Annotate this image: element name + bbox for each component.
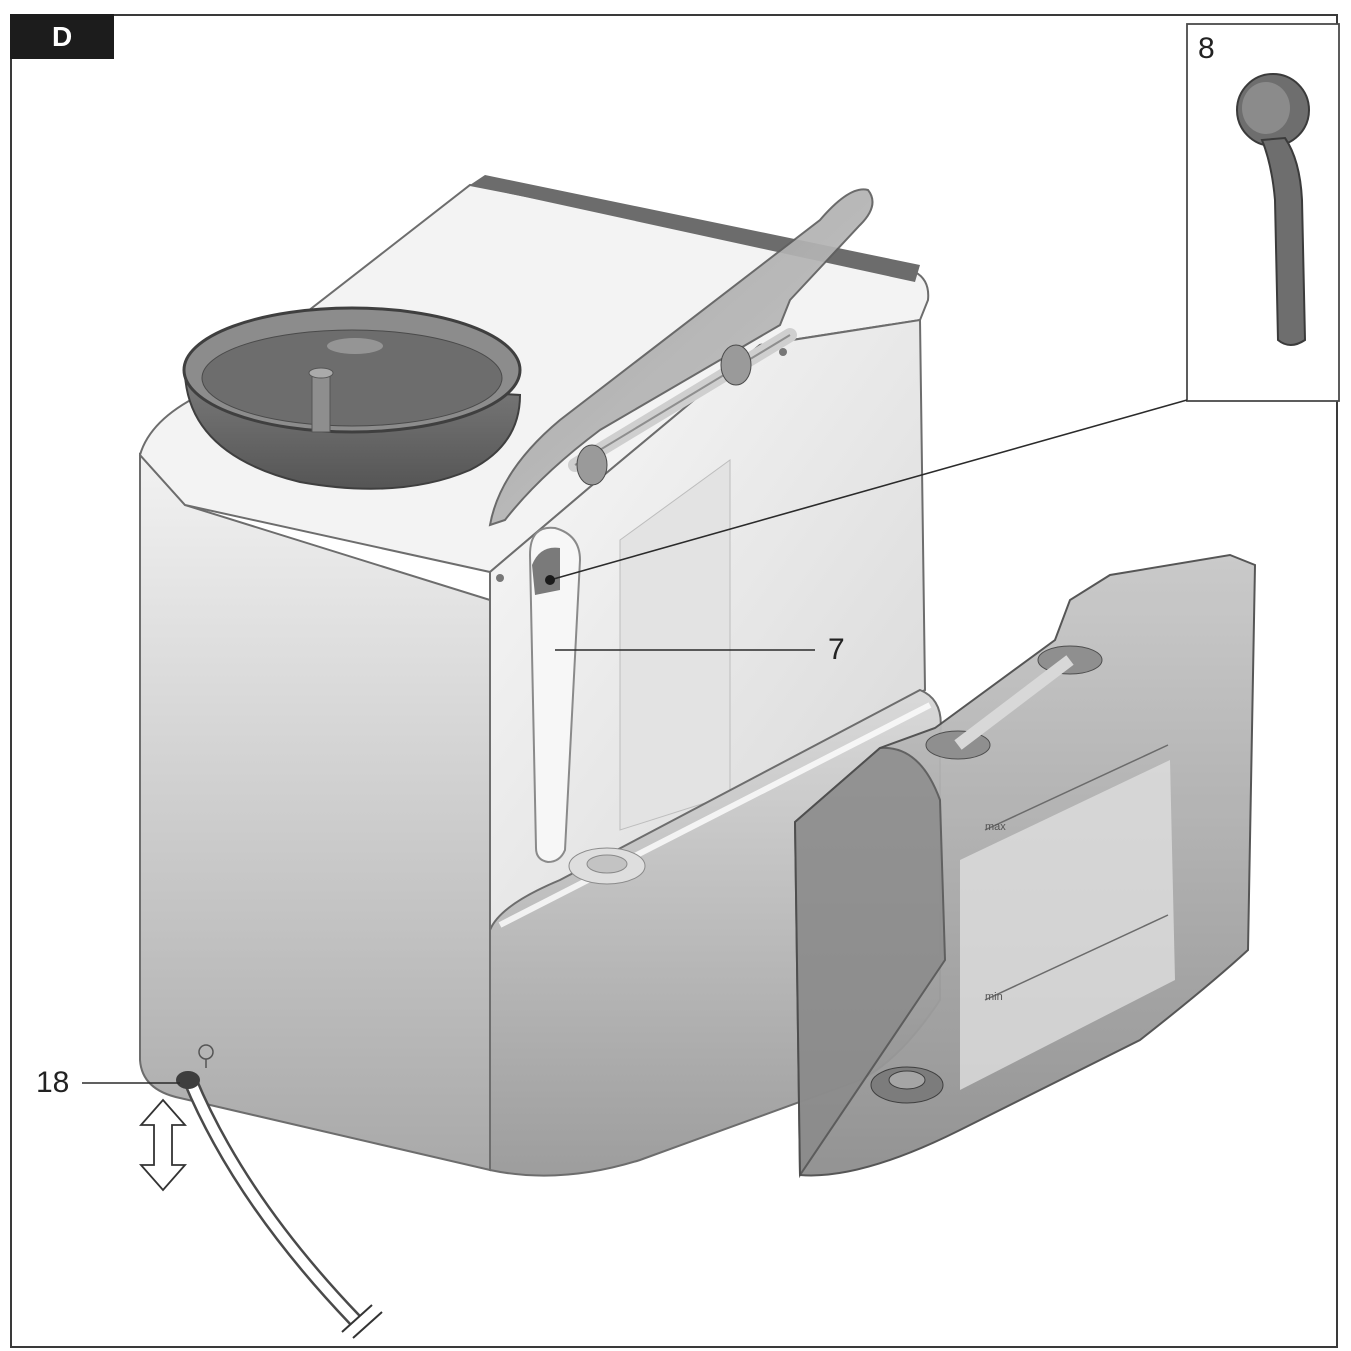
container-lid-icon (488, 188, 874, 527)
tank-min-mark: min (985, 991, 1003, 1003)
leader-lines (82, 399, 1188, 1084)
double-arrow-icon (139, 1098, 187, 1192)
section-label: D (10, 14, 114, 59)
water-tank-icon (793, 553, 1257, 1179)
bean-container-icon (182, 306, 522, 490)
callout-water-level: 7 (828, 633, 845, 666)
figure-frame (10, 14, 1338, 1348)
callout-spoon: 8 (1198, 32, 1215, 65)
spoon-inset (1186, 23, 1340, 402)
measuring-spoon-icon (1236, 73, 1310, 346)
callout-hose: 18 (36, 1066, 70, 1099)
hose-icon (176, 1071, 383, 1339)
tank-max-mark: max (985, 821, 1006, 833)
water-tap-icon (198, 1044, 214, 1068)
